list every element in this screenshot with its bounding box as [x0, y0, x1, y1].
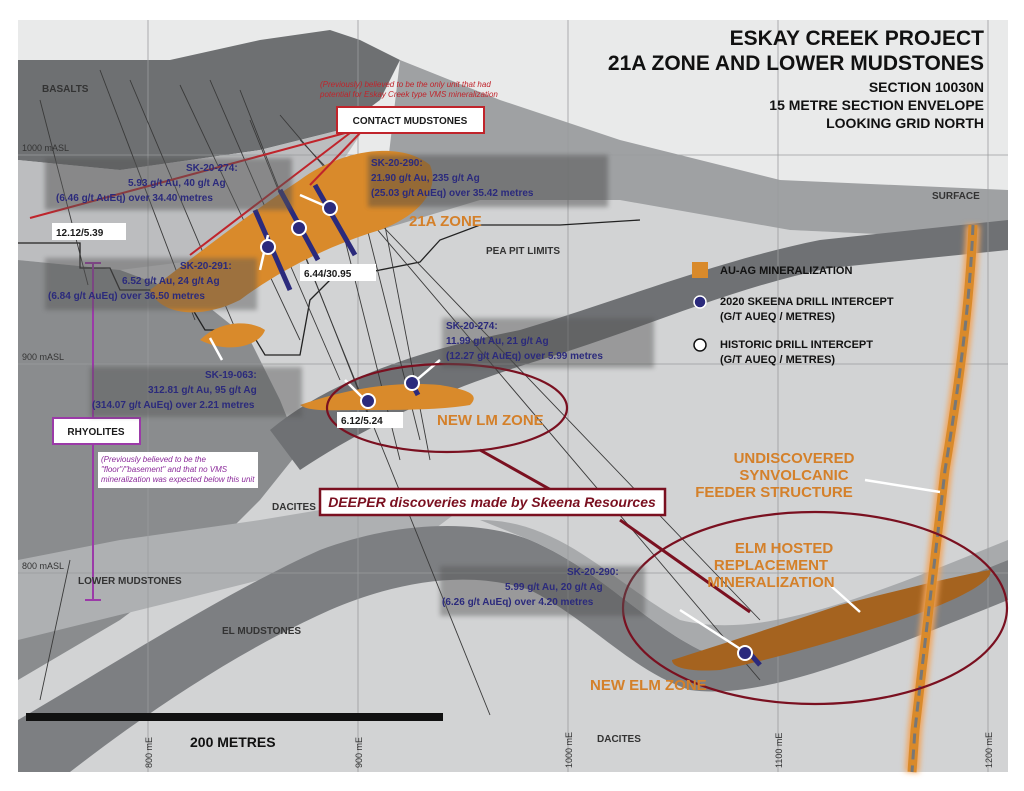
historic-label-h2: 6.44/30.95: [304, 269, 352, 280]
lower-mudstones-band: [18, 500, 460, 640]
easting-1200: 1200 mE: [984, 732, 994, 768]
svg-text:5.99 g/t Au, 20 g/t Ag: 5.99 g/t Au, 20 g/t Ag: [505, 582, 603, 593]
deeper-banner: [318, 487, 667, 517]
intercept-sk20274-lower: SK-20-274: 11.99 g/t Au, 21 g/t Ag (12.2…: [442, 318, 654, 368]
svg-text:SK-20-290:: SK-20-290:: [371, 158, 423, 169]
svg-text:SK-20-274:: SK-20-274:: [186, 163, 238, 174]
pea-pit-label: PEA PIT LIMITS: [486, 246, 560, 257]
svg-text:(12.27 g/t AuEq) over 5.99 met: (12.27 g/t AuEq) over 5.99 metres: [446, 351, 603, 362]
svg-text:SK-20-290:: SK-20-290:: [567, 567, 619, 578]
svg-text:ELM HOSTED: ELM HOSTED: [735, 540, 834, 557]
legend-skeena-dot: [693, 295, 707, 309]
svg-text:(6.46 g/t AuEq) over 34.40 met: (6.46 g/t AuEq) over 34.40 metres: [56, 193, 213, 204]
easting-800: 800 mE: [144, 737, 154, 768]
svg-text:21.90 g/t Au, 235 g/t Ag: 21.90 g/t Au, 235 g/t Ag: [371, 173, 480, 184]
elev-900: 900 mASL: [22, 352, 64, 362]
elev-800: 800 mASL: [22, 561, 64, 571]
rhyolites-note-3: mineralization was expected below this u…: [101, 475, 255, 484]
svg-text:SK-19-063:: SK-19-063:: [205, 370, 257, 381]
rhyolites-note-1: (Previously believed to be the: [101, 455, 207, 464]
historic-label-h3: 6.12/5.24: [341, 416, 383, 427]
contact-note-1: (Previously) believed to be the only uni…: [320, 80, 491, 89]
basalts-unit: [18, 30, 400, 170]
deeper-banner-text: DEEPER discoveries made by Skeena Resour…: [328, 494, 656, 510]
svg-text:(6.84 g/t AuEq) over 36.50 met: (6.84 g/t AuEq) over 36.50 metres: [48, 291, 205, 302]
intercept-sk20291: SK-20-291: 6.52 g/t Au, 24 g/t Ag (6.84 …: [45, 258, 257, 310]
easting-1100: 1100 mE: [774, 733, 784, 768]
title-line3: SECTION 10030N: [869, 79, 984, 95]
rhyolites-note-2: "floor"/"basement" and that no VMS: [101, 465, 228, 474]
elm-hosted-label: ELM HOSTED REPLACEMENT MINERALIZATION: [707, 540, 834, 591]
historic-label-h2-bg: [300, 264, 376, 281]
legend-skeena-2: (G/T AUEQ / METRES): [720, 311, 835, 323]
svg-text:5.93 g/t Au, 40 g/t Ag: 5.93 g/t Au, 40 g/t Ag: [128, 178, 226, 189]
dacites-label-bottom: DACITES: [597, 734, 641, 745]
svg-text:MINERALIZATION: MINERALIZATION: [707, 574, 834, 591]
el-mudstones-label: EL MUDSTONES: [222, 626, 301, 637]
legend-historic-1: HISTORIC DRILL INTERCEPT: [720, 339, 873, 351]
rhyolites-note-bg: [98, 452, 258, 488]
contact-mudstones-band: [270, 220, 1008, 470]
intercept-sk19063: SK-19-063: 312.81 g/t Au, 95 g/t Ag (314…: [90, 367, 302, 417]
el-mudstones-edge: [480, 520, 1008, 652]
svg-text:(6.26 g/t AuEq) over 4.20 metr: (6.26 g/t AuEq) over 4.20 metres: [442, 597, 594, 608]
svg-text:SK-20-274:: SK-20-274:: [446, 321, 498, 332]
title-line2: 21A ZONE AND LOWER MUDSTONES: [608, 52, 984, 75]
legend-mineral: AU-AG MINERALIZATION: [720, 265, 852, 277]
basalts-label: BASALTS: [42, 84, 89, 95]
svg-text:SYNVOLCANIC: SYNVOLCANIC: [739, 467, 848, 484]
contact-note-2: potential for Eskay Creek type VMS miner…: [319, 90, 498, 99]
title-line1: ESKAY CREEK PROJECT: [730, 27, 985, 50]
legend-historic-2: (G/T AUEQ / METRES): [720, 354, 835, 366]
rhyolites-box: [52, 417, 141, 445]
svg-text:(25.03 g/t AuEq) over 35.42 me: (25.03 g/t AuEq) over 35.42 metres: [371, 188, 534, 199]
legend-historic-dot: [693, 338, 707, 352]
svg-text:UNDISCOVERED: UNDISCOVERED: [734, 450, 855, 467]
svg-text:FEEDER STRUCTURE: FEEDER STRUCTURE: [695, 484, 853, 501]
svg-text:REPLACEMENT: REPLACEMENT: [714, 557, 828, 574]
banner-connector-left: [479, 448, 561, 497]
easting-1000: 1000 mE: [564, 732, 574, 768]
banner-connector-right: [619, 518, 751, 614]
rhyolites-label: RHYOLITES: [67, 427, 125, 438]
svg-text:312.81 g/t Au, 95 g/t Ag: 312.81 g/t Au, 95 g/t Ag: [148, 385, 257, 396]
historic-label-h3-bg: [337, 412, 403, 428]
dacites-label-mid: DACITES: [272, 502, 316, 513]
intercept-sk20290-upper: SK-20-290: 21.90 g/t Au, 235 g/t Ag (25.…: [368, 155, 608, 207]
lower-mudstones-label: LOWER MUDSTONES: [78, 576, 182, 587]
legend-skeena-1: 2020 SKEENA DRILL INTERCEPT: [720, 296, 894, 308]
svg-text:6.52 g/t Au, 24 g/t Ag: 6.52 g/t Au, 24 g/t Ag: [122, 276, 220, 287]
legend: AU-AG MINERALIZATION 2020 SKEENA DRILL I…: [692, 262, 894, 366]
zone-21a: 21A ZONE: [409, 213, 482, 230]
scale-bar: [26, 713, 443, 721]
undiscovered-feeder-label: UNDISCOVERED SYNVOLCANIC FEEDER STRUCTUR…: [695, 450, 854, 501]
historic-label-h1: 12.12/5.39: [56, 228, 104, 239]
feeder-structure: [905, 224, 980, 773]
title-line5: LOOKING GRID NORTH: [826, 115, 984, 131]
elev-1000: 1000 mASL: [22, 143, 69, 153]
title-block: ESKAY CREEK PROJECT 21A ZONE AND LOWER M…: [608, 27, 984, 131]
easting-900: 900 mE: [354, 737, 364, 768]
intercept-sk20274-upper: SK-20-274: 5.93 g/t Au, 40 g/t Ag (6.46 …: [45, 158, 292, 210]
svg-text:SK-20-291:: SK-20-291:: [180, 261, 232, 272]
intercept-sk20290-lower: SK-20-290: 5.99 g/t Au, 20 g/t Ag (6.26 …: [440, 566, 645, 616]
svg-text:11.99 g/t Au, 21 g/t Ag: 11.99 g/t Au, 21 g/t Ag: [446, 336, 549, 347]
historic-label-h1-bg: [52, 223, 126, 240]
el-mudstones-band: [18, 526, 1008, 772]
svg-text:(314.07 g/t AuEq) over 2.21 me: (314.07 g/t AuEq) over 2.21 metres: [92, 400, 255, 411]
zone-new-elm: NEW ELM ZONE: [590, 677, 707, 694]
legend-mineral-swatch: [692, 262, 708, 278]
scale-bar-label: 200 METRES: [190, 734, 276, 750]
contact-mudstones-label: CONTACT MUDSTONES: [353, 116, 468, 127]
title-line4: 15 METRE SECTION ENVELOPE: [769, 97, 984, 113]
contact-mudstones-box: [336, 106, 485, 134]
surface-label: SURFACE: [932, 191, 980, 202]
zone-new-lm: NEW LM ZONE: [437, 412, 544, 429]
skeena-intercept-dots: [260, 200, 753, 661]
